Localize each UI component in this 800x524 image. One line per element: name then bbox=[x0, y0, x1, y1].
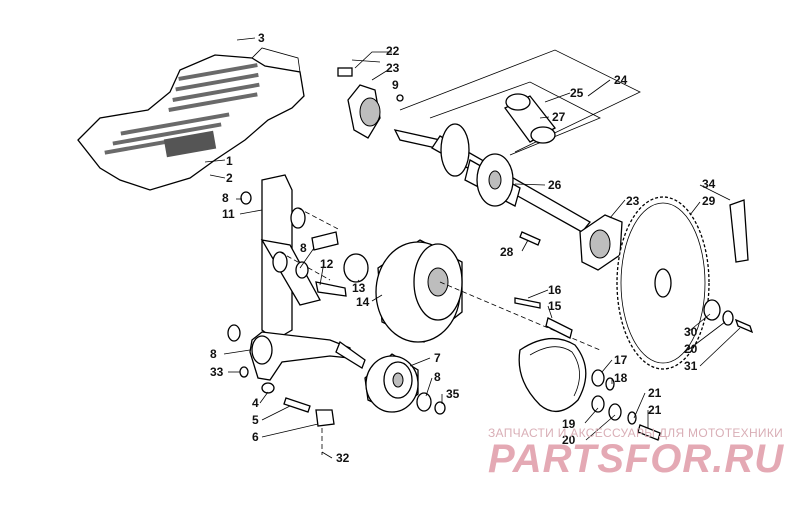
callout-8-b: 8 bbox=[300, 241, 307, 255]
callout-11: 12 bbox=[320, 257, 334, 271]
callout-31: 31 bbox=[684, 359, 698, 373]
callout-4: 4 bbox=[252, 396, 259, 410]
watermark-caption: ЗАПЧАСТИ И АКСЕССУАРЫ ДЛЯ МОТОТЕХНИКИ bbox=[488, 426, 783, 440]
callout-6: 6 bbox=[252, 430, 259, 444]
callout-27: 27 bbox=[552, 110, 566, 124]
callout-9: 9 bbox=[392, 78, 399, 92]
drive-drum-part bbox=[375, 239, 601, 351]
callout-20-a: 21 bbox=[648, 386, 662, 400]
brake-band-part bbox=[518, 338, 587, 412]
callout-30: 30 bbox=[684, 325, 698, 339]
callout-23-a: 23 bbox=[386, 61, 400, 75]
callout-12: 13 bbox=[352, 281, 366, 295]
callout-3: 3 bbox=[258, 31, 265, 45]
callout-22: 22 bbox=[386, 44, 400, 58]
bracket-part bbox=[260, 174, 341, 341]
callout-7: 7 bbox=[434, 351, 441, 365]
callout-10: 11 bbox=[222, 207, 235, 221]
callout-35: 35 bbox=[446, 387, 460, 401]
callout-26: 26 bbox=[548, 178, 562, 192]
callout-1: 1 bbox=[226, 154, 233, 168]
callout-13: 14 bbox=[356, 295, 370, 309]
callout-28: 28 bbox=[500, 245, 514, 259]
idler-arm-part bbox=[227, 324, 366, 455]
callout-17: 18 bbox=[614, 371, 628, 385]
watermark-logo: PARTSFOR.RU bbox=[488, 437, 784, 481]
idler-roller-part bbox=[364, 353, 446, 415]
callout-15: 16 bbox=[548, 283, 562, 297]
callout-33: 33 bbox=[210, 365, 224, 379]
callout-24: 24 bbox=[614, 73, 628, 87]
callout-21: 21 bbox=[648, 403, 662, 417]
callout-20-b: 20 bbox=[684, 342, 698, 356]
callout-14: 15 bbox=[548, 299, 562, 313]
sprocket-part bbox=[616, 196, 749, 370]
small-hardware bbox=[591, 369, 661, 441]
callout-19: 20 bbox=[562, 433, 576, 447]
callout-labels: 3 1 2 8 11 22 23 9 24 25 27 26 23 28 34 … bbox=[210, 31, 716, 465]
callout-16: 17 bbox=[614, 353, 628, 367]
upper-bearing-flange-part bbox=[337, 59, 404, 139]
floor-plate-part bbox=[77, 47, 305, 191]
callout-18: 19 bbox=[562, 417, 576, 431]
callout-29: 29 bbox=[702, 194, 716, 208]
callout-8-c: 8 bbox=[434, 370, 441, 384]
callout-5: 5 bbox=[252, 413, 259, 427]
lower-flange-bearing-part bbox=[579, 214, 623, 271]
callout-32: 32 bbox=[336, 451, 350, 465]
spacers-and-bolts bbox=[240, 191, 369, 297]
callout-2: 2 bbox=[226, 171, 233, 185]
sprocket-fasteners bbox=[703, 299, 754, 334]
callout-25: 25 bbox=[570, 86, 584, 100]
watermark: ЗАПЧАСТИ И АКСЕССУАРЫ ДЛЯ МОТОТЕХНИКИ PA… bbox=[488, 426, 784, 481]
callout-34: 34 bbox=[702, 177, 716, 191]
key-part bbox=[519, 231, 541, 246]
callout-23-b: 23 bbox=[626, 194, 640, 208]
jackshaft-assembly-part bbox=[393, 49, 641, 233]
pin-parts bbox=[514, 297, 573, 339]
leader-lines bbox=[204, 37, 741, 459]
callout-8-d: 8 bbox=[210, 347, 217, 361]
callout-8-a: 8 bbox=[222, 191, 229, 205]
